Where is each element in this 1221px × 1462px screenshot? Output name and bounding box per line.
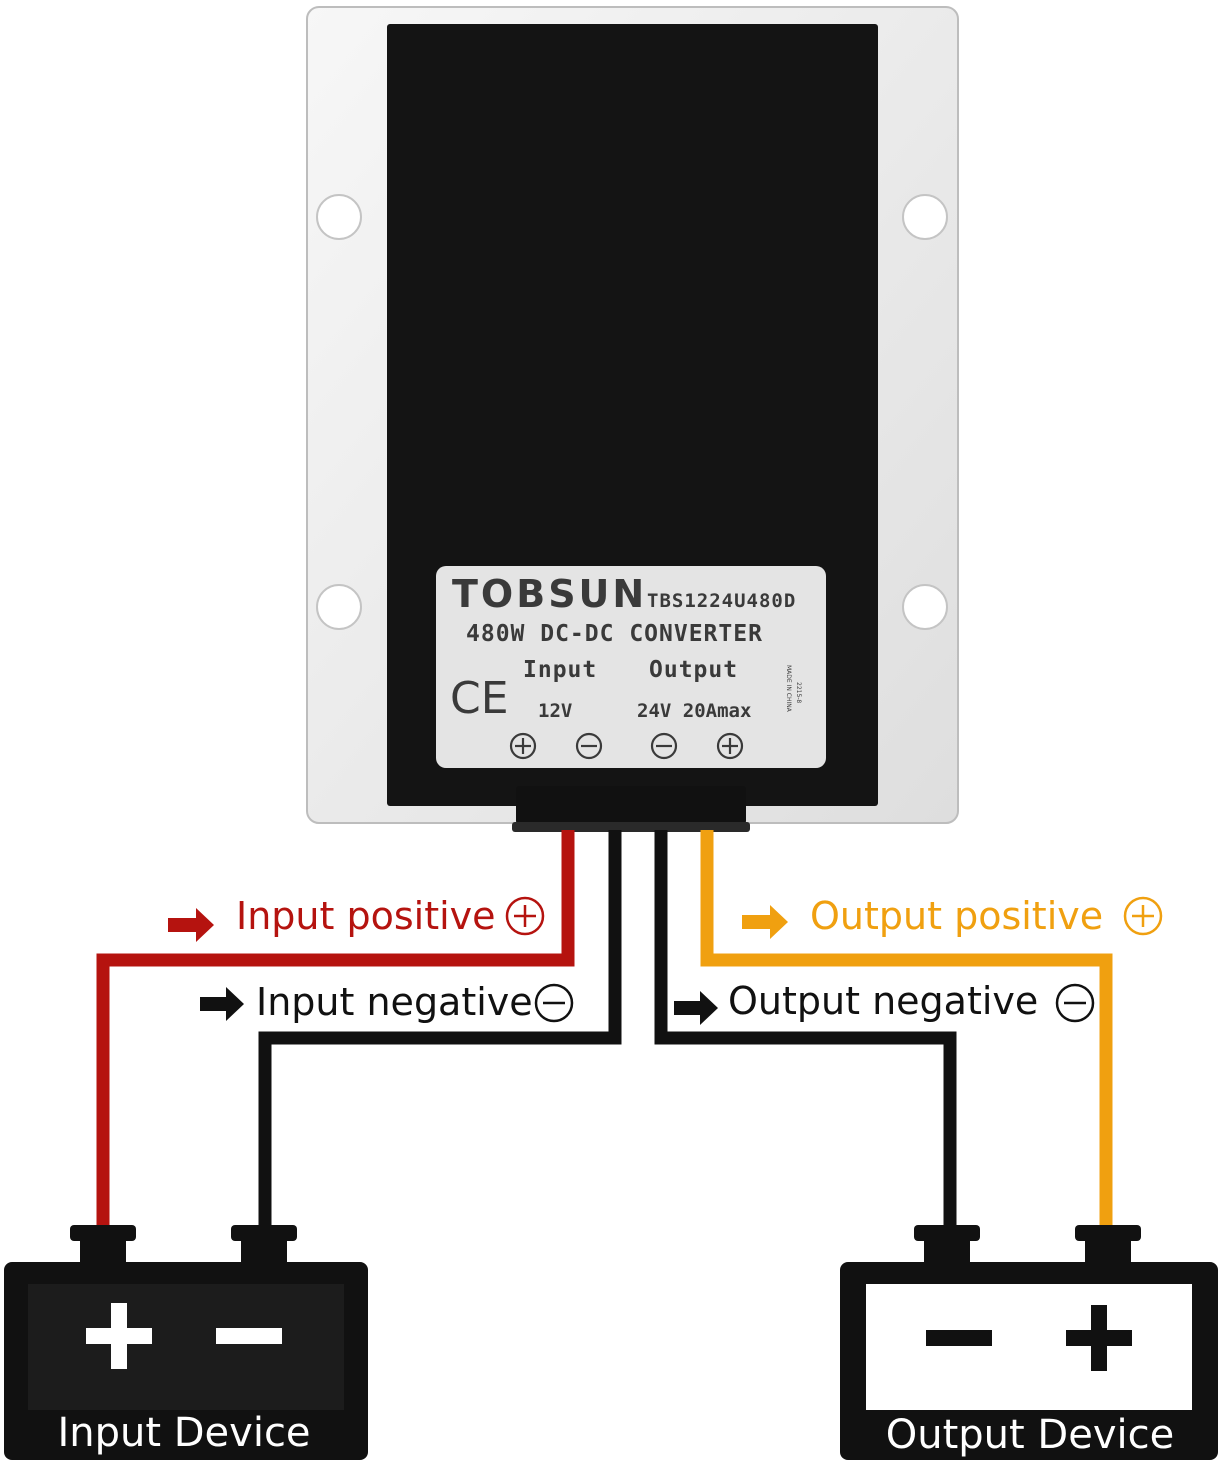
output-device-battery: Output Device [840,1225,1218,1460]
output-positive-label: Output positive [810,894,1103,938]
arrow-right-icon [168,908,214,942]
arrow-right-icon [674,991,718,1025]
mounting-hole [902,194,948,240]
output-negative-label: Output negative [728,979,1038,1023]
plate-minus-icon [650,732,678,760]
output-spec: 24V 20Amax [637,700,751,722]
input-header: Input [523,657,597,683]
made-in-text: MADE IN CHINA [785,665,792,713]
battery-face [866,1284,1192,1410]
battery-minus-icon [926,1330,992,1346]
battery-plus-icon [1066,1305,1132,1371]
battery-minus-icon [216,1328,282,1344]
arrow-right-icon [200,987,244,1021]
input-positive-label: Input positive [236,894,496,938]
input-device-battery: Input Device [4,1225,368,1460]
label-plate: TOBSUN TBS1224U480D 480W DC-DC CONVERTER… [436,566,826,768]
label-plate-bg [436,566,826,768]
mounting-hole [316,584,362,630]
input-negative-label: Input negative [256,980,533,1024]
brand-name: TOBSUN [452,572,647,616]
input-spec: 12V [538,700,572,722]
input-negative-wire [258,830,622,1228]
output-negative-label-group: Output negative [674,979,1095,1025]
minus-circle-icon [1055,983,1095,1023]
output-negative-wire [654,830,957,1228]
output-positive-label-group: Output positive [742,894,1163,939]
plate-plus-icon [509,732,537,760]
battery-terminal-positive [70,1225,136,1265]
ce-mark: CE [450,673,509,724]
plate-minus-icon [575,732,603,760]
batch-code: 2215-8 [795,682,802,703]
arrow-right-icon [742,905,788,939]
battery-face [28,1284,344,1410]
model-number: TBS1224U480D [647,590,796,612]
battery-terminal-negative [914,1225,980,1265]
battery-plus-icon [86,1303,152,1369]
battery-terminal-negative [231,1225,297,1265]
input-positive-wire [96,830,575,1228]
mounting-hole [316,194,362,240]
plate-plus-icon [716,732,744,760]
output-header: Output [649,657,738,683]
battery-terminal-positive [1075,1225,1141,1265]
plus-circle-icon [1123,896,1163,936]
mounting-hole [902,584,948,630]
minus-circle-icon [534,983,574,1023]
plus-circle-icon [505,896,545,936]
output-positive-wire [700,830,1113,1228]
product-description: 480W DC-DC CONVERTER [466,621,763,647]
input-negative-label-group: Input negative [200,980,574,1024]
output-device-label: Output Device [886,1412,1174,1458]
input-device-label: Input Device [57,1410,310,1456]
converter-unit: TOBSUN TBS1224U480D 480W DC-DC CONVERTER… [306,6,959,832]
input-positive-label-group: Input positive [168,894,545,942]
cable-gland [512,786,750,832]
